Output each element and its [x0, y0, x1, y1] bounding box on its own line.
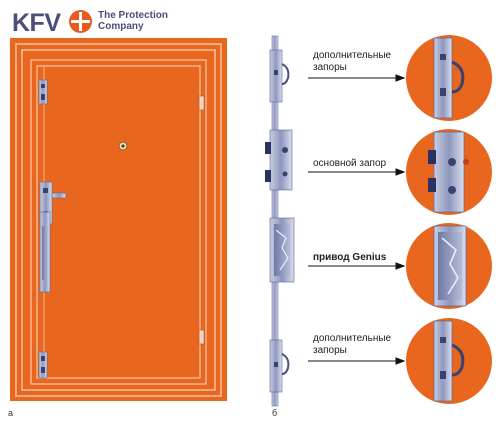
brand-name: KFV: [12, 9, 61, 37]
door-lock-strip: [38, 79, 67, 379]
callout-line: дополнительные: [313, 333, 392, 344]
callout-arrows: [308, 74, 406, 365]
brand-cross-icon: [69, 10, 92, 33]
tagline-line-2: Company: [98, 21, 144, 32]
tagline-line-1: The Protection: [98, 10, 169, 21]
detail-circle-bottom: [406, 318, 492, 404]
brand-tagline: The Protection Company: [98, 10, 178, 32]
lock-bar-illustration: [265, 35, 295, 407]
detail-circle-top: [406, 35, 492, 121]
callout-line: привод Genius: [313, 252, 387, 263]
kfv-logo: KFV The Protection Company: [6, 6, 168, 36]
callout-main-lock: основной запор: [313, 158, 386, 170]
detail-circle-genius: [406, 223, 492, 309]
detail-circle-main-lock: [406, 129, 492, 215]
callout-line: дополнительные: [313, 50, 392, 61]
callout-additional-bolts-bottom: дополнительные запоры: [313, 333, 391, 357]
figure-label-b: б: [272, 408, 278, 418]
callout-line: основной запор: [313, 158, 387, 169]
callout-line: запоры: [313, 62, 347, 73]
callout-genius-drive: привод Genius: [313, 252, 386, 264]
callout-additional-bolts-top: дополнительные запоры: [313, 50, 391, 74]
callout-line: запоры: [313, 345, 347, 356]
door-illustration: [10, 38, 227, 401]
figure-label-a: а: [8, 408, 14, 418]
